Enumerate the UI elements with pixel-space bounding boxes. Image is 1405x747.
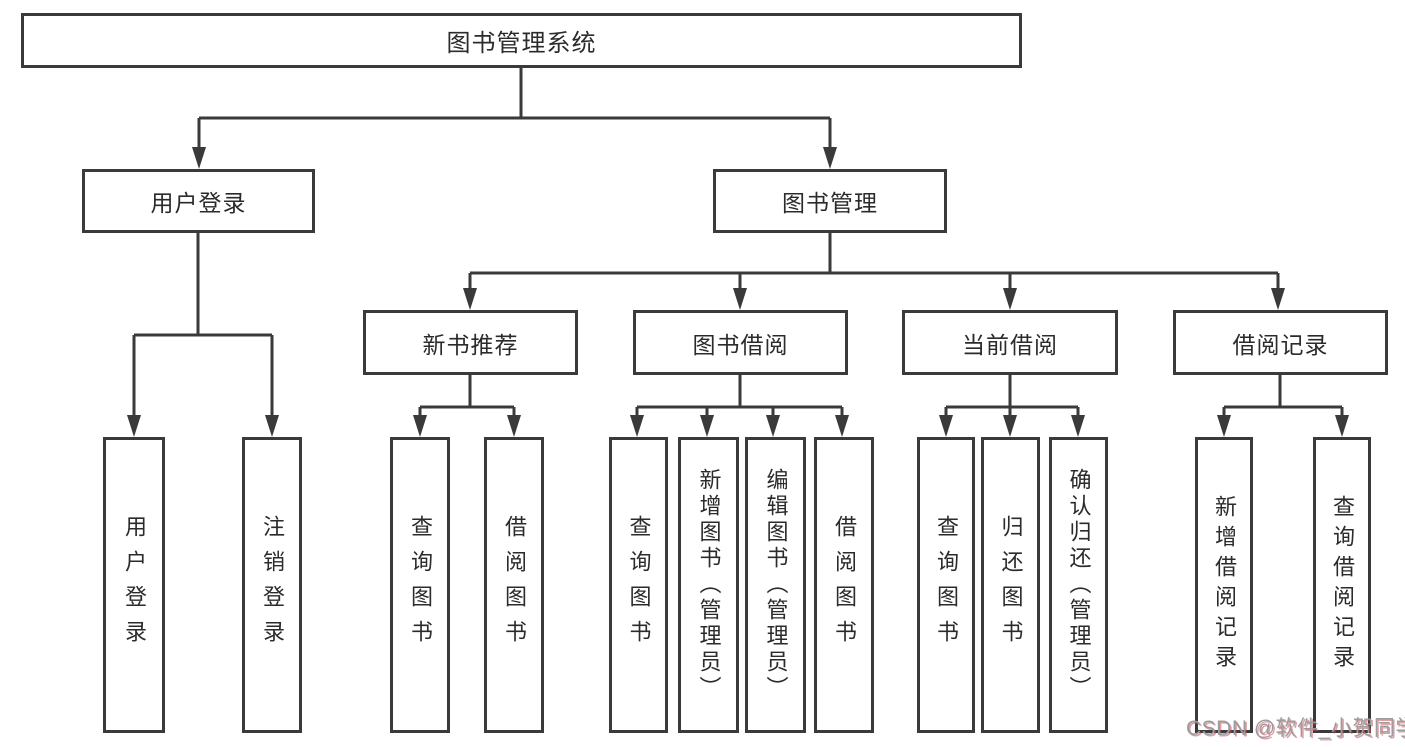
node-current-borrow: 当前借阅 bbox=[902, 310, 1118, 375]
node-user-login-branch: 用户登录 bbox=[82, 169, 315, 233]
node-book-management: 图书管理 bbox=[713, 169, 947, 233]
leaf-label: 查询图书 bbox=[626, 515, 652, 655]
leaf-label: 确认归还（管理员） bbox=[1066, 468, 1092, 702]
leaf-borrow-book-1: 借阅图书 bbox=[484, 437, 544, 733]
leaf-label: 借阅图书 bbox=[502, 515, 527, 655]
leaf-borrow-book-2: 借阅图书 bbox=[814, 437, 874, 733]
leaf-query-book-2: 查询图书 bbox=[609, 437, 668, 733]
leaf-query-book-3: 查询图书 bbox=[917, 437, 975, 733]
leaf-edit-book-admin: 编辑图书（管理员） bbox=[745, 437, 806, 733]
leaf-label: 注销登录 bbox=[260, 515, 285, 655]
leaf-label: 归还图书 bbox=[998, 515, 1024, 655]
node-label: 用户登录 bbox=[150, 190, 247, 216]
leaf-label: 查询借阅记录 bbox=[1330, 495, 1355, 675]
leaf-label: 查询图书 bbox=[408, 515, 433, 655]
node-label: 图书管理 bbox=[782, 190, 878, 216]
node-label: 借阅记录 bbox=[1232, 331, 1329, 358]
leaf-return-book: 归还图书 bbox=[981, 437, 1040, 733]
node-label: 当前借阅 bbox=[962, 331, 1058, 358]
leaf-add-borrow-record: 新增借阅记录 bbox=[1195, 437, 1253, 733]
leaf-query-borrow-record: 查询借阅记录 bbox=[1313, 437, 1371, 733]
csdn-watermark: CSDN @软件_小贺同学 bbox=[1186, 717, 1405, 740]
node-library-system: 图书管理系统 bbox=[21, 13, 1022, 68]
leaf-label: 查询图书 bbox=[934, 515, 959, 655]
leaf-confirm-return-admin: 确认归还（管理员） bbox=[1049, 437, 1108, 733]
leaf-add-book-admin: 新增图书（管理员） bbox=[678, 437, 739, 733]
leaf-label: 新增借阅记录 bbox=[1212, 495, 1237, 675]
node-new-book-recommend: 新书推荐 bbox=[363, 310, 578, 375]
leaf-logout: 注销登录 bbox=[242, 437, 302, 733]
node-label: 图书管理系统 bbox=[446, 30, 597, 57]
leaf-label: 借阅图书 bbox=[832, 515, 857, 655]
node-label: 图书借阅 bbox=[692, 331, 789, 358]
node-borrow-record: 借阅记录 bbox=[1173, 310, 1388, 375]
leaf-user-login: 用户登录 bbox=[103, 437, 165, 733]
node-label: 新书推荐 bbox=[422, 331, 519, 358]
leaf-query-book-1: 查询图书 bbox=[390, 437, 450, 733]
leaf-label: 新增图书（管理员） bbox=[696, 468, 722, 702]
leaf-label: 用户登录 bbox=[122, 515, 147, 655]
node-book-borrow: 图书借阅 bbox=[633, 310, 848, 375]
leaf-label: 编辑图书（管理员） bbox=[763, 468, 789, 702]
